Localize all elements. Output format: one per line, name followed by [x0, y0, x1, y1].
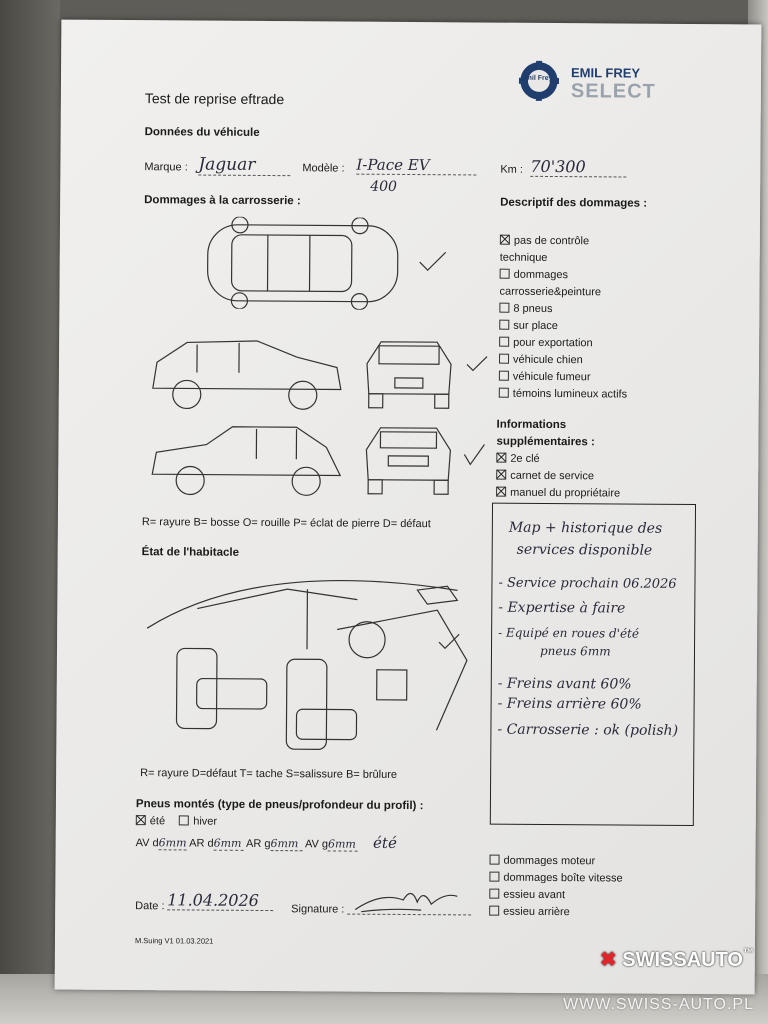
- damage-item-continuation: carrosserie&peinture: [499, 285, 602, 299]
- interior-legend: R= rayure D=défaut T= tache S=salissure …: [140, 767, 398, 781]
- info-list: 2e clé carnet de service manuel du propr…: [496, 451, 620, 503]
- mechanical-item[interactable]: essieu arrière: [489, 904, 622, 922]
- note-line: - Freins avant 60%: [497, 675, 632, 693]
- damage-item[interactable]: témoins lumineux actifs: [498, 386, 689, 404]
- signature-scribble-icon: [354, 892, 458, 913]
- background-table-left: [0, 0, 60, 1024]
- damage-item[interactable]: dommages: [499, 267, 690, 285]
- mechanical-list: dommages moteur dommages boîte vitesse e…: [489, 853, 623, 922]
- damage-desc-heading: Descriptif des dommages :: [500, 196, 648, 210]
- checkbox-summer[interactable]: [135, 815, 146, 826]
- checkbox[interactable]: [496, 486, 507, 497]
- note-line: - Equipé en roues d'été: [498, 625, 640, 641]
- marque-label: Marque :: [144, 161, 188, 174]
- car-front-view-diagram: [366, 341, 452, 409]
- info-item[interactable]: carnet de service: [496, 468, 620, 486]
- checkbox[interactable]: [498, 387, 509, 398]
- note-line: - Carrosserie : ok (polish): [497, 721, 679, 739]
- info-item[interactable]: manuel du propriétaire: [496, 485, 620, 503]
- date-value: 11.04.2026: [167, 890, 274, 912]
- note-line: pneus 6mm: [539, 643, 611, 659]
- checkbox[interactable]: [489, 871, 500, 882]
- tires-heading: Pneus montés (type de pneus/profondeur d…: [135, 798, 424, 813]
- car-side-view-2-diagram: [151, 426, 342, 496]
- info-heading-2: supplémentaires :: [496, 435, 595, 449]
- interior-heading: État de l'habitacle: [141, 546, 240, 559]
- signature-label: Signature :: [291, 903, 345, 916]
- interior-diagram: [146, 579, 468, 750]
- checkbox[interactable]: [499, 336, 510, 347]
- note-line: Map + historique des: [508, 519, 663, 537]
- info-heading-1: Informations: [496, 418, 567, 432]
- check-mark-icon: [463, 444, 485, 466]
- checkbox[interactable]: [498, 370, 509, 381]
- car-top-view-diagram: [207, 216, 399, 311]
- logo-line1: EMIL FREY: [570, 65, 641, 81]
- damage-item[interactable]: véhicule fumeur: [498, 369, 689, 387]
- emil-frey-logo: Emil Frey: [517, 59, 561, 110]
- checkbox[interactable]: [496, 452, 507, 463]
- damage-description-list: pas de contrôle technique dommages carro…: [498, 233, 690, 404]
- swissauto-url: WWW.SWISS-AUTO.PL: [563, 996, 754, 1013]
- check-mark-icon: [419, 251, 447, 271]
- checkbox[interactable]: [489, 854, 500, 865]
- modele-value: I-Pace EV: [356, 155, 477, 176]
- logo-line2: SELECT: [570, 80, 656, 103]
- car-side-view-diagram: [152, 340, 342, 410]
- check-mark-icon: [438, 633, 460, 650]
- checkbox[interactable]: [489, 888, 500, 899]
- damage-item[interactable]: pour exportation: [499, 335, 689, 353]
- swissauto-watermark: ✖ SWISSAUTO™: [599, 947, 754, 971]
- checkbox[interactable]: [499, 353, 510, 364]
- form-title: Test de reprise eftrade: [144, 90, 285, 108]
- checkbox-winter[interactable]: [179, 815, 190, 826]
- checkbox[interactable]: [499, 268, 510, 279]
- mechanical-item[interactable]: essieu avant: [489, 887, 622, 905]
- note-line: services disponible: [516, 541, 653, 559]
- checkbox[interactable]: [496, 469, 507, 480]
- km-value: 70'300: [530, 156, 627, 178]
- body-legend: R= rayure B= bosse O= rouille P= éclat d…: [141, 516, 431, 531]
- notes-box: Map + historique des services disponible…: [489, 502, 697, 827]
- car-rear-view-diagram: [365, 427, 452, 495]
- tire-depth-row: AV d6mm AR d6mm AR g6mm AV g6mm été: [135, 833, 397, 852]
- tire-type-row: été hiver: [135, 815, 217, 828]
- damage-body-heading: Dommages à la carrosserie :: [144, 194, 301, 208]
- note-line: - Expertise à faire: [498, 599, 626, 617]
- damage-item[interactable]: pas de contrôle: [499, 233, 690, 251]
- paper-sheet: Emil Frey EMIL FREY SELECT Test de repri…: [54, 19, 762, 995]
- note-line: - Service prochain 06.2026: [498, 575, 677, 592]
- checkbox[interactable]: [489, 905, 500, 916]
- damage-item[interactable]: sur place: [499, 318, 689, 336]
- mechanical-item[interactable]: dommages boîte vitesse: [489, 870, 623, 888]
- damage-item-continuation: technique: [499, 251, 548, 264]
- km-label: Km :: [500, 163, 524, 176]
- swissauto-logo-icon: ✖: [599, 949, 617, 971]
- logo-badge-text: Emil Frey: [520, 74, 553, 82]
- date-label: Date :: [135, 900, 165, 913]
- checkbox[interactable]: [499, 234, 510, 245]
- note-line: - Freins arrière 60%: [497, 695, 642, 713]
- check-mark-icon: [466, 356, 488, 372]
- damage-item[interactable]: véhicule chien: [499, 352, 689, 370]
- modele-value-2: 400: [370, 178, 398, 195]
- vehicle-heading: Données du véhicule: [144, 126, 260, 139]
- mechanical-item[interactable]: dommages moteur: [489, 853, 622, 871]
- damage-item[interactable]: 8 pneus: [499, 301, 689, 319]
- footer-ref: M.Suing V1 01.03.2021: [134, 936, 214, 946]
- marque-value: Jaguar: [198, 154, 291, 177]
- checkbox[interactable]: [499, 319, 510, 330]
- emil-frey-badge-icon: [518, 60, 559, 101]
- checkbox[interactable]: [499, 302, 510, 313]
- info-item[interactable]: 2e clé: [496, 451, 620, 469]
- modele-label: Modèle :: [302, 162, 345, 175]
